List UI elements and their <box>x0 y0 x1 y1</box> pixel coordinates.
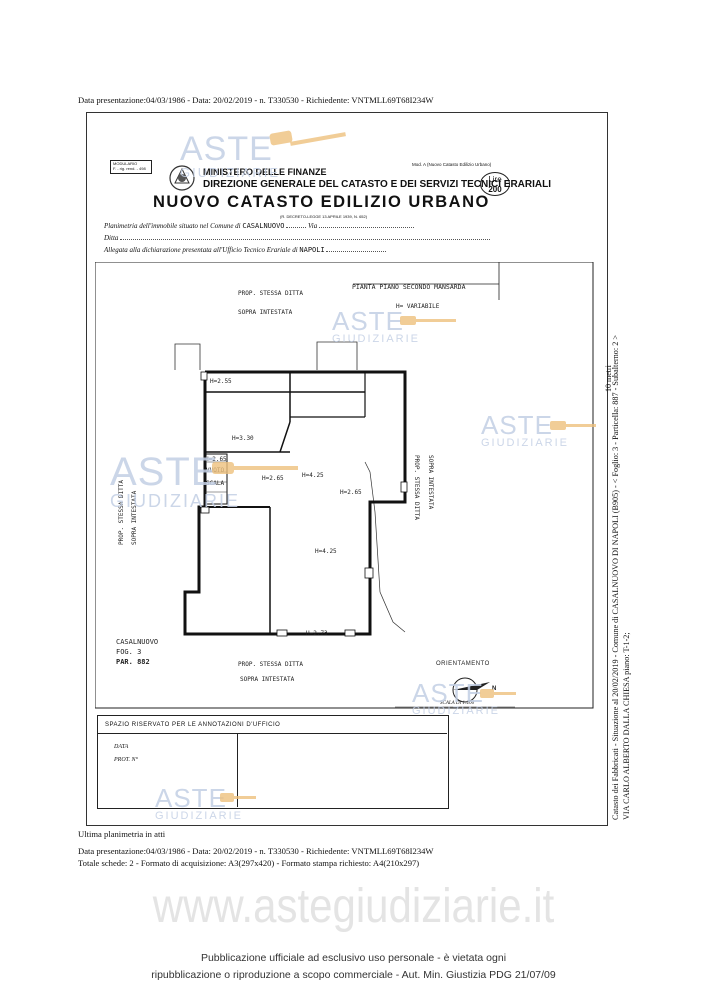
annot-prot-label: PROT. N° <box>114 757 138 763</box>
lire-label: Lire <box>488 175 502 184</box>
footer-info-1: Data presentazione:04/03/1986 - Data: 20… <box>78 846 434 856</box>
orientamento-label: ORIENTAMENTO <box>436 661 490 667</box>
notice-line-1: Pubblicazione ufficiale ad esclusivo uso… <box>200 952 507 964</box>
ref-foglio: FOG. 3 <box>116 648 142 656</box>
scala-room-label: SCALA <box>206 480 225 487</box>
lire-stamp: Lire 200 <box>480 172 510 196</box>
gavel-icon <box>220 793 256 802</box>
annot-data-label: DATA <box>114 744 129 750</box>
lire-value: 200 <box>488 185 502 194</box>
height-label-2: H=3.30 <box>232 435 254 442</box>
ministry-title: MINISTERO DELLE FINANZE <box>203 167 327 177</box>
bottom-owner-2: SOPRA INTESTATA <box>240 676 295 683</box>
emblem-icon <box>169 165 195 191</box>
document-frame <box>86 112 608 826</box>
ditta-line: Ditta <box>104 233 491 242</box>
allegata-label: Allegata alla dichiarazione presentata a… <box>104 246 298 254</box>
scala-label: SCALA DI 1:200 <box>440 701 475 706</box>
planimetria-line: Planimetria dell'immobile situato nel Co… <box>104 221 414 230</box>
direction-title: DIREZIONE GENERALE DEL CATASTO E DEI SER… <box>203 179 551 190</box>
mod-a-label: Mod. A (Nuovo Catasto Edilizio Urbano) <box>412 162 492 167</box>
gavel-icon <box>212 462 298 474</box>
bottom-owner-1: PROP. STESSA DITTA <box>238 661 304 668</box>
right-owner-1: PROP. STESSA DITTA <box>413 455 420 521</box>
allegata-line: Allegata alla dichiarazione presentata a… <box>104 245 387 254</box>
top-owner-1: PROP. STESSA DITTA <box>238 290 304 297</box>
left-owner-2: SOPRA INTESTATA <box>131 490 138 545</box>
height-label-4: H=2.65 <box>262 475 284 482</box>
comune-value: CASALNUOVO <box>242 222 285 230</box>
ufficio-value: NAPOLI <box>299 246 325 254</box>
height-label-3: H=2.65 <box>205 456 227 463</box>
annotations-divider <box>97 733 447 734</box>
ref-comune: CASALNUOVO <box>116 638 159 646</box>
ultima-planimetria: Ultima planimetria in atti <box>78 829 166 839</box>
height-label-6: H=2.65 <box>340 489 362 496</box>
footer-info-2: Totale schede: 2 - Formato di acquisizio… <box>78 858 420 868</box>
north-label: N <box>492 686 497 692</box>
dots <box>286 221 307 228</box>
plan-title: PIANTA PIANO SECONDO MANSARDA <box>352 283 466 291</box>
catasto-title: NUOVO CATASTO EDILIZIO URBANO <box>153 193 490 211</box>
annotations-title: SPAZIO RISERVATO PER LE ANNOTAZIONI D'UF… <box>105 722 281 728</box>
gavel-icon <box>480 689 516 698</box>
side-line-1: Catasto dei Fabbricati - Situazione al 2… <box>611 335 620 820</box>
side-scale-label: 10 metri <box>604 365 613 392</box>
dots <box>120 233 491 240</box>
gavel-icon <box>550 421 596 430</box>
dots <box>318 221 414 228</box>
gavel-icon <box>269 130 346 146</box>
floor-plan <box>95 262 594 709</box>
via-label: Via <box>308 222 318 230</box>
side-line-2: VIA CARLO ALBERTO DALLA CHIESA piano: T-… <box>622 632 631 820</box>
modulario-text: MODULARIO F. - rig. rend. - 498 <box>113 161 146 171</box>
gavel-icon <box>400 316 456 325</box>
right-owner-2: SOPRA INTESTATA <box>427 455 434 510</box>
header-info: Data presentazione:04/03/1986 - Data: 20… <box>78 95 434 105</box>
dots <box>326 245 387 252</box>
height-label-5: H=4.25 <box>302 472 324 479</box>
ref-particella: PAR. 882 <box>116 658 150 666</box>
annotations-col-divider <box>237 733 238 807</box>
annotations-box <box>97 715 449 809</box>
modulario-stamp: MODULARIO F. - rig. rend. - 498 <box>110 160 152 174</box>
left-owner-1: PROP. STESSA DITTA <box>118 479 125 545</box>
plan-height-var: H= VARIABILE <box>396 303 440 310</box>
top-owner-2: SOPRA INTESTATA <box>238 309 293 316</box>
notice-line-2: ripubblicazione o riproduzione a scopo c… <box>151 969 556 981</box>
planimetria-label: Planimetria dell'immobile situato nel Co… <box>104 222 241 230</box>
height-label-7: H=4.25 <box>315 548 337 555</box>
website-watermark: www.astegiudiziarie.it <box>152 878 555 933</box>
ditta-label: Ditta <box>104 234 119 242</box>
height-label-1: H=2.55 <box>210 378 232 385</box>
side-cadastral-info: Catasto dei Fabbricati - Situazione al 2… <box>610 335 632 820</box>
height-label-8: H=2.73 <box>306 630 328 637</box>
decree-text: (R. DECRETO-LEGGE 13 APRILE 1939, N. 652… <box>280 214 368 219</box>
